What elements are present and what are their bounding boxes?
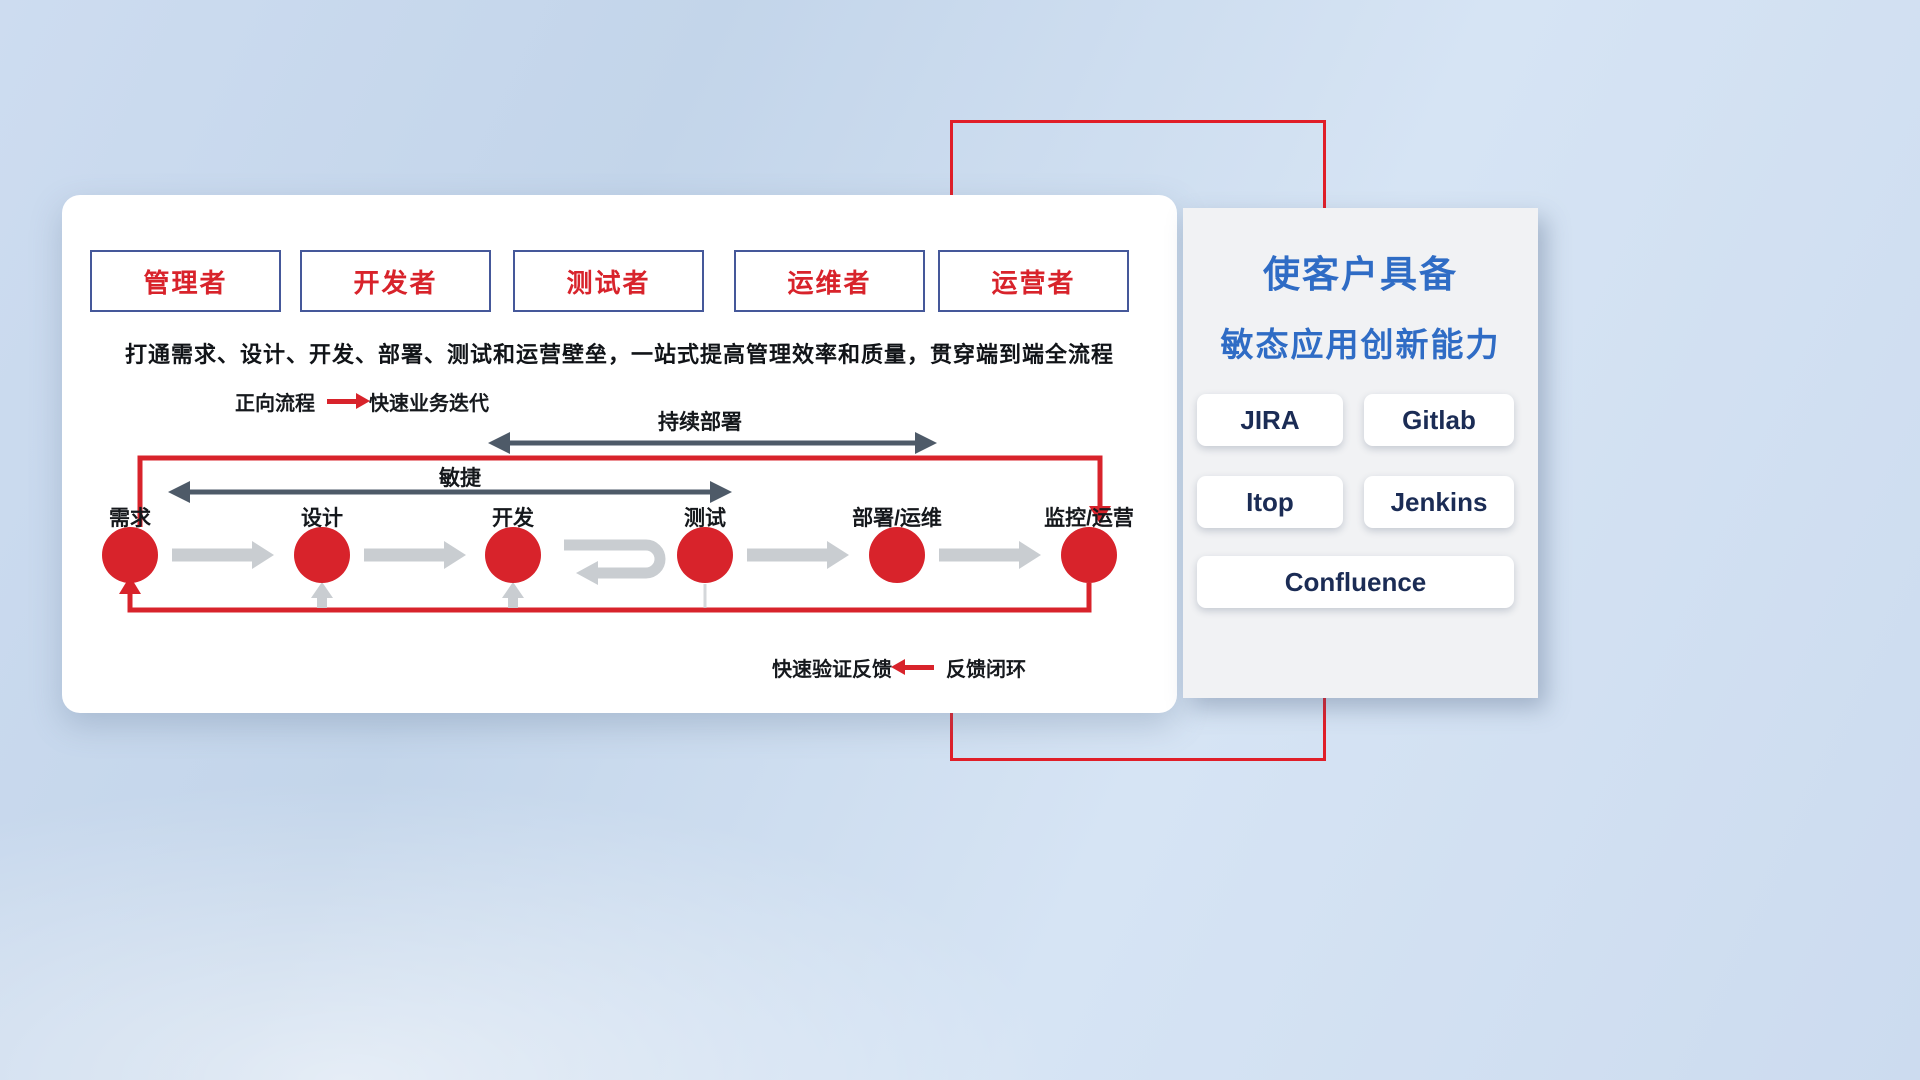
forward-arrow-icon <box>327 393 370 409</box>
stage-circle <box>1061 527 1117 583</box>
role-label: 运营者 <box>991 267 1076 298</box>
tool-label: JIRA <box>1240 404 1300 435</box>
process-description: 打通需求、设计、开发、部署、测试和运营壁垒，一站式提高管理效率和质量，贯穿端到端… <box>124 342 1114 367</box>
feedback-legend: 快速验证反馈 反馈闭环 <box>772 653 1026 682</box>
stage-label-deploy-ops: 部署/运维 <box>852 507 942 530</box>
capability-title-line1: 使客户具备 <box>1263 254 1458 295</box>
continuous-deploy-label: 持续部署 <box>658 411 742 434</box>
tool-label: Itop <box>1246 486 1294 517</box>
feedback-arrow-icon <box>891 659 934 675</box>
stage-label-requirements: 需求 <box>109 507 151 530</box>
flow-diagram: 持续部署 敏捷 需求 设计 开发 测试 部署/运维 监控/运营 <box>62 408 1177 648</box>
stage-label-monitor-ops: 监控/运营 <box>1044 507 1134 530</box>
feedback-loop-line <box>119 576 1092 613</box>
forward-legend-value: 快速业务迭代 <box>369 393 489 415</box>
capability-title-line2: 敏态应用创新能力 <box>1220 326 1501 363</box>
agile-label: 敏捷 <box>439 467 481 490</box>
feedback-legend-label: 快速验证反馈 <box>772 659 892 681</box>
feedback-legend-value: 反馈闭环 <box>946 659 1026 681</box>
stage-circle <box>677 527 733 583</box>
capability-panel: 使客户具备 敏态应用创新能力 JIRA Gitlab Itop Jenkins … <box>1183 208 1538 698</box>
flow-diagram-canvas <box>102 432 1117 613</box>
tool-label: Jenkins <box>1390 486 1488 517</box>
feedback-up-arrows <box>311 582 707 608</box>
role-box-tester: 测试者 <box>513 250 704 312</box>
role-label: 管理者 <box>143 267 228 298</box>
devops-flow-card: 管理者 开发者 测试者 运维者 运营者 打通需求、设计、开发、部署、测试和运营壁… <box>62 195 1177 713</box>
agile-arrow <box>168 481 732 503</box>
role-label: 运维者 <box>787 267 872 298</box>
stage-arrows <box>172 541 1041 569</box>
stage-circle <box>294 527 350 583</box>
tool-badge-jira: JIRA <box>1197 394 1343 446</box>
role-box-operator: 运营者 <box>938 250 1129 312</box>
role-box-operations: 运维者 <box>734 250 925 312</box>
role-box-manager: 管理者 <box>90 250 281 312</box>
stage-label-development: 开发 <box>492 507 534 530</box>
stage-label-testing: 测试 <box>684 507 726 530</box>
forward-legend-label: 正向流程 <box>235 393 315 415</box>
tool-badge-jenkins: Jenkins <box>1364 476 1514 528</box>
iteration-loop-icon <box>564 539 666 585</box>
role-label: 测试者 <box>566 267 651 298</box>
forward-loop-line <box>137 455 1111 527</box>
stage-label-design: 设计 <box>301 507 343 530</box>
tool-badge-gitlab: Gitlab <box>1364 394 1514 446</box>
continuous-deploy-arrow <box>488 432 937 454</box>
tool-label: Gitlab <box>1402 404 1476 435</box>
role-label: 开发者 <box>353 267 438 298</box>
tool-label: Confluence <box>1284 566 1427 597</box>
forward-legend: 正向流程 快速业务迭代 <box>235 387 489 416</box>
tool-badge-confluence: Confluence <box>1197 556 1514 608</box>
stage-circle <box>102 527 158 583</box>
stage-circles <box>102 527 1117 583</box>
role-box-developer: 开发者 <box>300 250 491 312</box>
stage-circle <box>485 527 541 583</box>
stage-circle <box>869 527 925 583</box>
tool-badge-itop: Itop <box>1197 476 1343 528</box>
